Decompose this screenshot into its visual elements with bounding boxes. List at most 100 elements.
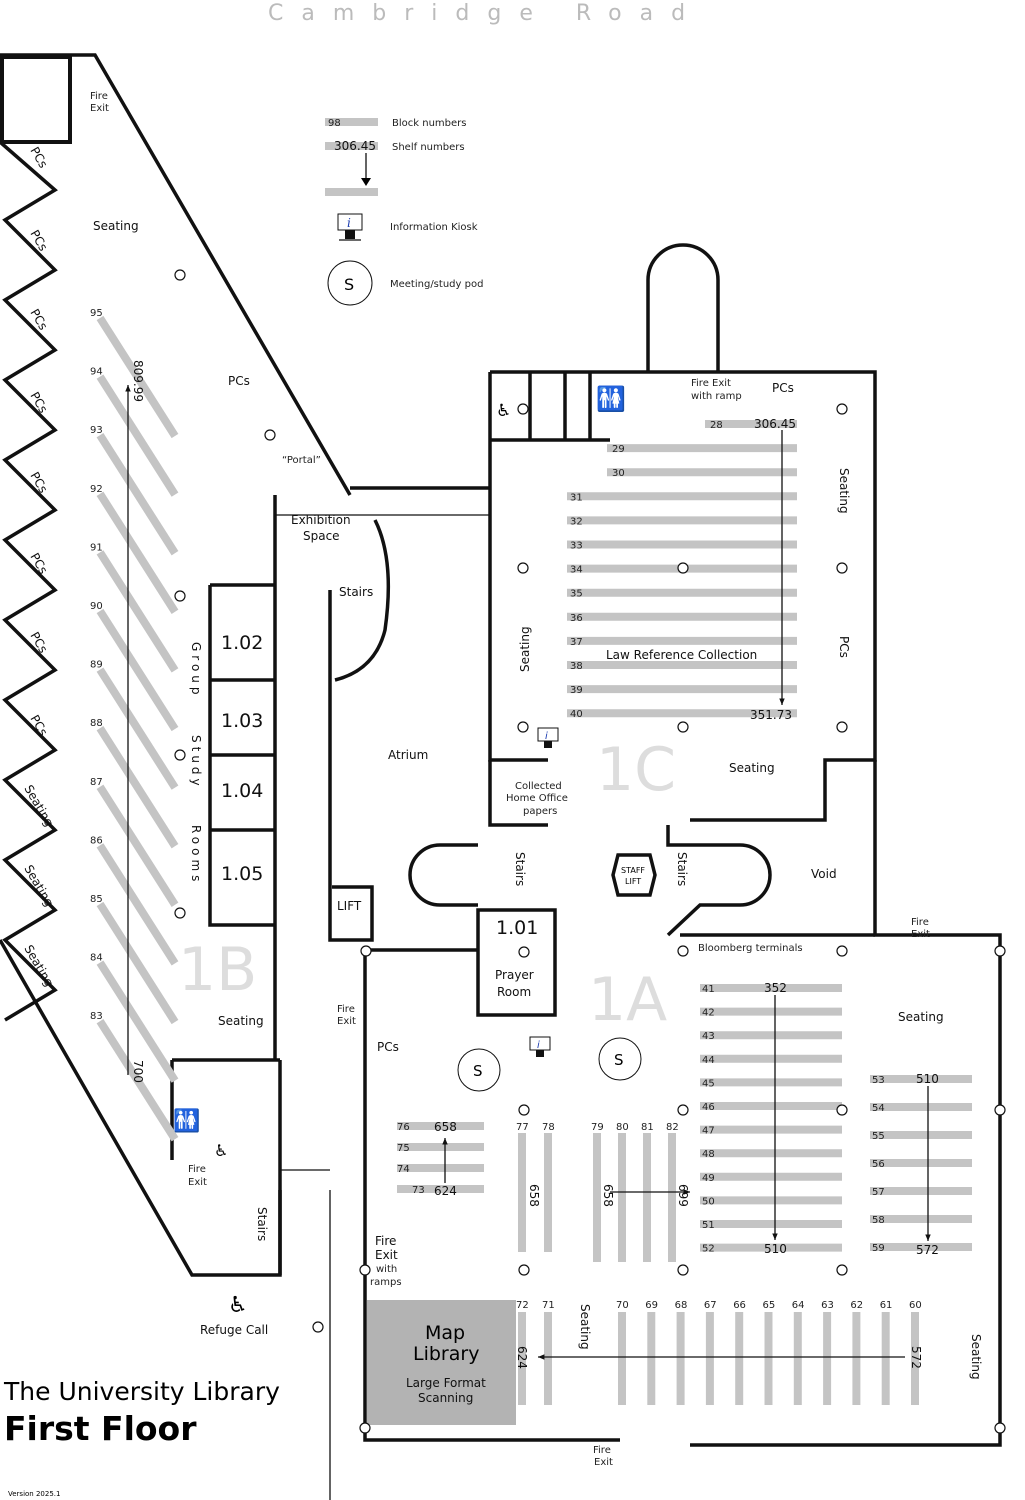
block-number: 76 [397, 1122, 410, 1133]
shelf [96, 901, 179, 1025]
block-number: 57 [872, 1187, 885, 1198]
arrow-head-icon [925, 1234, 931, 1241]
pillar [836, 403, 848, 415]
pillar [174, 269, 186, 281]
block-number: 67 [704, 1300, 717, 1311]
shelf [96, 608, 179, 732]
block-number: 65 [763, 1300, 776, 1311]
map-label: “Portal” [282, 455, 321, 466]
map-label: 1.03 [221, 710, 263, 732]
shelf [96, 550, 179, 673]
accessible-icon: ♿ [496, 401, 511, 421]
map-label: 1.04 [221, 780, 263, 802]
map-label: PCs [27, 470, 50, 496]
plan-shape [490, 372, 610, 442]
wing-1a-labels: PCs Fire Exit with ramps S S Seating Sea… [370, 1010, 983, 1468]
block-number: 36 [570, 613, 583, 624]
map-label: 1.02 [221, 632, 263, 654]
plan-shape [488, 760, 548, 827]
shelf [96, 667, 179, 790]
map-label: 1.01 [496, 917, 538, 939]
study-pod-icon [598, 1037, 642, 1081]
block-number: 39 [570, 685, 583, 696]
block-number: 84 [90, 953, 103, 964]
study-pod-icon [457, 1048, 501, 1092]
block-number: 80 [616, 1122, 629, 1133]
pillar [174, 749, 186, 761]
wing-1c-labels: Fire Exit with ramp PCs 🚻 ♿ 306.45 351.7… [495, 378, 930, 999]
plan-shape [0, 55, 72, 144]
block-number: 50 [702, 1196, 715, 1207]
block-number: 28 [710, 420, 723, 431]
block-number: 90 [90, 601, 103, 612]
block-number: 53 [872, 1075, 885, 1086]
map-label: Block numbers [392, 118, 466, 129]
pillar [677, 1104, 689, 1116]
map-library-area [367, 1300, 516, 1425]
block-number: 66 [733, 1300, 746, 1311]
map-label: STAFF [621, 866, 645, 875]
pillar [517, 403, 529, 415]
map-label: 1.05 [221, 863, 263, 885]
map-label: Study [189, 735, 203, 790]
block-number: 71 [542, 1300, 555, 1311]
block-number: 86 [90, 835, 103, 846]
map-label: Fire [593, 1445, 611, 1456]
arrow-head-icon [772, 1233, 778, 1240]
shelf-number: 352 [764, 981, 787, 995]
map-label: Exit [337, 1016, 356, 1027]
map-label: Void [811, 867, 837, 881]
map-label: Seating [93, 219, 139, 233]
map-label: 98 [328, 118, 341, 129]
arrow-head-icon [779, 698, 785, 705]
shelf-number: 658 [527, 1184, 541, 1207]
shelf-number: 624 [515, 1346, 529, 1369]
plan-shape [544, 741, 552, 748]
shelf [96, 784, 179, 907]
map-label: PCs [27, 228, 50, 254]
block-number: 83 [90, 1011, 103, 1022]
map-label: Exit [90, 103, 109, 114]
block-number: 77 [516, 1122, 529, 1133]
map-label: PCs [772, 381, 794, 395]
plan-shape [0, 140, 58, 1022]
block-number: 44 [702, 1055, 715, 1066]
arrow-head-icon [538, 1354, 545, 1360]
shelf-number: 699 [676, 1184, 690, 1207]
block-number: 41 [702, 984, 715, 995]
block-number: 60 [909, 1300, 922, 1311]
map-label: Group [189, 642, 203, 699]
map-label: Seating [969, 1334, 983, 1380]
map-label: Seating [21, 943, 56, 990]
map-label: Stairs [675, 852, 689, 886]
block-number: 74 [397, 1164, 410, 1175]
block-number: 64 [792, 1300, 805, 1311]
block-number: 30 [612, 468, 625, 479]
shelf [96, 315, 179, 439]
block-number: 89 [90, 660, 103, 671]
block-number: 79 [591, 1122, 604, 1133]
shelf [96, 726, 179, 849]
block-number: 42 [702, 1008, 715, 1019]
map-label: Prayer [495, 968, 534, 982]
map-label: PCs [27, 390, 50, 416]
map-label: Stairs [513, 852, 527, 886]
zone-1a: 1A [588, 965, 667, 1035]
map-label: S [473, 1062, 483, 1080]
map-label: Seating [729, 761, 775, 775]
block-number: 72 [516, 1300, 529, 1311]
version-label: Version 2025.1 [8, 1490, 60, 1498]
plan-shape [327, 260, 373, 306]
road-label: Cambridge Road [268, 1, 703, 26]
plan-shape [363, 760, 1002, 1447]
plan-shape [361, 178, 371, 186]
block-number: 87 [90, 777, 103, 788]
pillar [677, 721, 689, 733]
block-number: 34 [570, 565, 583, 576]
map-label: Refuge Call [200, 1323, 268, 1337]
map-label: PCs [27, 551, 50, 577]
map-label: Seating [218, 1014, 264, 1028]
study-pod-icon: S [327, 260, 373, 306]
arrow-head-icon [683, 1189, 690, 1195]
block-number: 78 [542, 1122, 555, 1133]
